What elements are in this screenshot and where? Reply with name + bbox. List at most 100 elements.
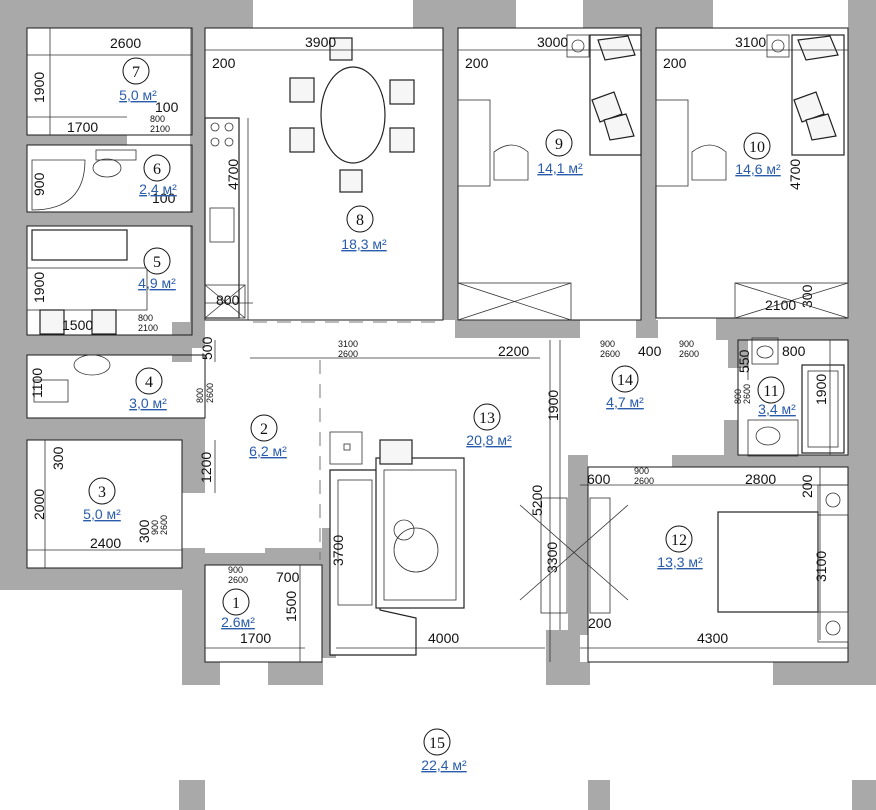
svg-text:5,0 м²: 5,0 м² bbox=[83, 506, 121, 522]
room-3-label: 3 5,0 м² bbox=[83, 477, 121, 522]
svg-text:6,2 м²: 6,2 м² bbox=[249, 443, 287, 459]
dim-label: 600 bbox=[587, 471, 611, 487]
room-14-label: 14 4,7 м² bbox=[606, 365, 644, 410]
dim-label: 2200 bbox=[498, 343, 529, 359]
rug bbox=[375, 457, 465, 609]
svg-text:11: 11 bbox=[763, 383, 778, 400]
opening-label: 900 bbox=[634, 466, 649, 476]
dim-label: 2600 bbox=[110, 35, 141, 51]
room-1-label: 1 2.6м² bbox=[221, 588, 255, 630]
chair bbox=[289, 77, 315, 103]
room-11-label: 11 3,4 м² bbox=[757, 376, 796, 417]
svg-text:12: 12 bbox=[671, 532, 687, 549]
dim-label: 3000 bbox=[537, 34, 568, 50]
dim-label: 300 bbox=[50, 446, 66, 470]
room-2-label: 2 6,2 м² bbox=[249, 414, 287, 459]
dim-label: 800 bbox=[216, 292, 240, 308]
bed bbox=[717, 511, 819, 613]
svg-text:1: 1 bbox=[232, 595, 240, 612]
dim-label: 2800 bbox=[745, 471, 776, 487]
chair bbox=[389, 79, 415, 105]
dim-label: 100 bbox=[152, 190, 176, 206]
dim-label: 1900 bbox=[545, 390, 561, 421]
dim-label: 1500 bbox=[62, 317, 93, 333]
svg-text:14,6 м²: 14,6 м² bbox=[735, 161, 781, 177]
svg-text:8: 8 bbox=[356, 212, 364, 229]
chair bbox=[339, 169, 363, 193]
dim-label: 400 bbox=[638, 343, 662, 359]
svg-text:4: 4 bbox=[145, 374, 153, 391]
opening-label: 2600 bbox=[600, 349, 620, 359]
dim-label: 300 bbox=[799, 284, 815, 308]
dim-label: 200 bbox=[465, 55, 489, 71]
dining-table bbox=[320, 66, 386, 164]
svg-text:6: 6 bbox=[153, 161, 161, 178]
opening-label: 2600 bbox=[634, 476, 654, 486]
dim-label: 1900 bbox=[31, 72, 47, 103]
sink-icon bbox=[209, 207, 235, 243]
terrace-posts bbox=[179, 780, 876, 810]
svg-text:9: 9 bbox=[555, 136, 563, 153]
room-13-label: 13 20,8 м² bbox=[466, 403, 512, 448]
opening-label: 900 bbox=[679, 339, 694, 349]
dim-label: 100 bbox=[155, 99, 179, 115]
dim-label: 900 bbox=[31, 172, 47, 196]
room-4-label: 4 3,0 м² bbox=[129, 367, 167, 411]
chair bbox=[329, 37, 353, 61]
dim-label: 2100 bbox=[765, 297, 796, 313]
room-5-label: 5 4,9 м² bbox=[138, 247, 176, 291]
dim-label: 800 bbox=[782, 343, 806, 359]
svg-text:14,1 м²: 14,1 м² bbox=[537, 160, 583, 176]
svg-text:3,0 м²: 3,0 м² bbox=[129, 395, 167, 411]
opening-label: 2100 bbox=[150, 124, 170, 134]
dim-label: 1900 bbox=[813, 374, 829, 405]
dim-label: 4300 bbox=[697, 630, 728, 646]
dim-label: 3900 bbox=[305, 34, 336, 50]
opening-label: 800 bbox=[138, 313, 153, 323]
svg-text:5,0 м²: 5,0 м² bbox=[119, 87, 157, 103]
dim-label: 4700 bbox=[787, 159, 803, 190]
opening-label: 3100 bbox=[338, 339, 358, 349]
dim-label: 1700 bbox=[67, 119, 98, 135]
opening-label: 2600 bbox=[679, 349, 699, 359]
dim-label: 4000 bbox=[428, 630, 459, 646]
opening-label: 800 bbox=[150, 114, 165, 124]
svg-text:15: 15 bbox=[429, 735, 445, 752]
room-8-label: 8 18,3 м² bbox=[341, 205, 387, 252]
dim-label: 1700 bbox=[240, 630, 271, 646]
svg-text:20,8 м²: 20,8 м² bbox=[466, 432, 512, 448]
opening-label: 2600 bbox=[159, 515, 169, 535]
dim-label: 200 bbox=[663, 55, 687, 71]
dimension-labels: 2600 3900 3000 3100 200 200 200 1900 100… bbox=[29, 34, 829, 646]
bathtub bbox=[801, 364, 845, 454]
svg-text:14: 14 bbox=[617, 372, 633, 389]
room-9-label: 9 14,1 м² bbox=[537, 129, 583, 176]
svg-text:22,4 м²: 22,4 м² bbox=[421, 757, 467, 773]
svg-text:13,3 м²: 13,3 м² bbox=[657, 554, 703, 570]
opening-label: 2100 bbox=[138, 323, 158, 333]
opening-label: 800 bbox=[195, 388, 205, 403]
opening-label: 2600 bbox=[338, 349, 358, 359]
dim-label: 500 bbox=[199, 336, 215, 360]
dim-label: 1100 bbox=[29, 368, 45, 398]
svg-text:3,4 м²: 3,4 м² bbox=[758, 401, 796, 417]
opening-label: 900 bbox=[228, 565, 243, 575]
room-labels: 1 2.6м² 2 6,2 м² 3 5,0 м² 4 3,0 м² 5 4,9… bbox=[83, 57, 796, 773]
dim-label: 3100 bbox=[735, 34, 766, 50]
dim-label: 200 bbox=[588, 615, 612, 631]
dim-label: 2400 bbox=[90, 535, 121, 551]
sofa bbox=[31, 229, 128, 261]
dim-label: 1900 bbox=[31, 272, 47, 303]
dim-label: 200 bbox=[799, 474, 815, 498]
svg-text:7: 7 bbox=[132, 64, 140, 81]
opening-label: 2600 bbox=[205, 383, 215, 403]
opening-label: 900 bbox=[150, 520, 160, 535]
opening-label: 800 bbox=[733, 389, 743, 404]
svg-text:2,4 м²: 2,4 м² bbox=[139, 181, 177, 197]
chair bbox=[389, 127, 415, 153]
opening-label: 900 bbox=[600, 339, 615, 349]
dim-label: 5200 bbox=[529, 485, 545, 516]
dim-label: 300 bbox=[136, 519, 152, 543]
